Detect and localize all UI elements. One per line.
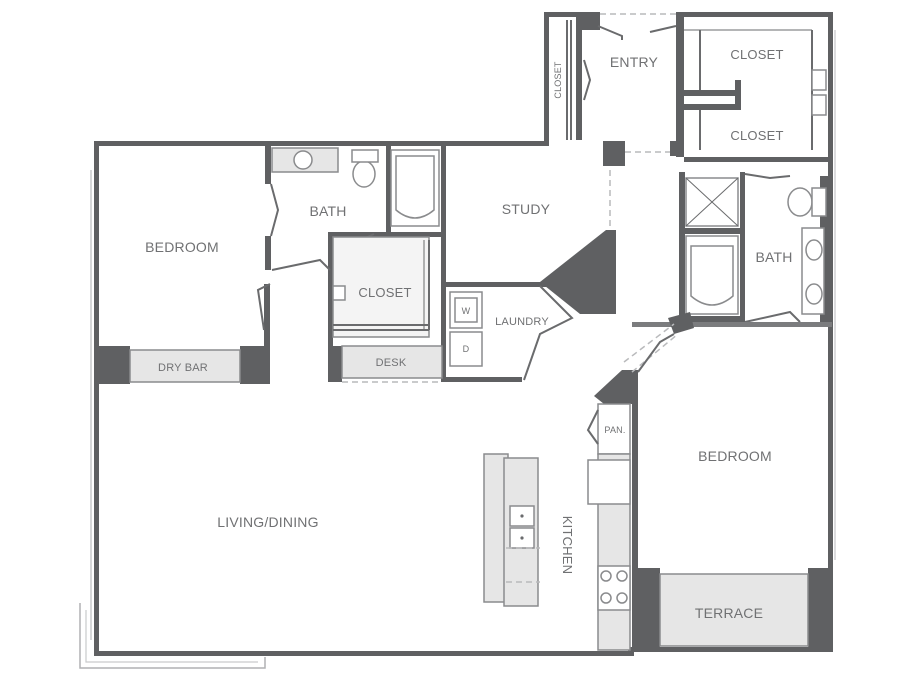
room-label-dry-bar: DRY BAR bbox=[158, 362, 208, 374]
room-label-closet-mid: CLOSET bbox=[730, 128, 783, 143]
room-label-bath-right: BATH bbox=[755, 249, 792, 265]
room-label-terrace: TERRACE bbox=[695, 605, 763, 621]
room-label-living-dining: LIVING/DINING bbox=[217, 514, 318, 530]
walk-in-closets bbox=[684, 29, 832, 162]
room-label-study: STUDY bbox=[502, 201, 551, 217]
washer-label: W bbox=[462, 306, 471, 316]
room-label-entry: ENTRY bbox=[610, 54, 659, 70]
room-label-hall-closet: CLOSET bbox=[553, 61, 563, 99]
room-label-kitchen: KITCHEN bbox=[560, 516, 575, 574]
entry-walls bbox=[566, 12, 684, 166]
dryer-label: D bbox=[463, 344, 470, 354]
study-laundry-walls bbox=[342, 146, 616, 383]
exterior-walls bbox=[94, 12, 833, 656]
built-ins bbox=[129, 345, 809, 647]
room-label-closet-center: CLOSET bbox=[358, 285, 411, 300]
room-label-bedroom-left: BEDROOM bbox=[145, 239, 219, 255]
room-label-bedroom-right: BEDROOM bbox=[698, 448, 772, 464]
right-bath-walls bbox=[679, 172, 830, 326]
kitchen-fixtures bbox=[483, 453, 631, 651]
left-wing-walls bbox=[94, 146, 446, 384]
room-label-laundry: LAUNDRY bbox=[495, 316, 549, 328]
room-label-closet-top: CLOSET bbox=[730, 47, 783, 62]
room-label-desk: DESK bbox=[376, 357, 407, 369]
room-labels: ENTRY CLOSET CLOSET CLOSET BATH STUDY BE… bbox=[145, 47, 792, 621]
room-label-bath-left: BATH bbox=[309, 203, 346, 219]
room-label-pantry: PAN. bbox=[604, 425, 625, 435]
